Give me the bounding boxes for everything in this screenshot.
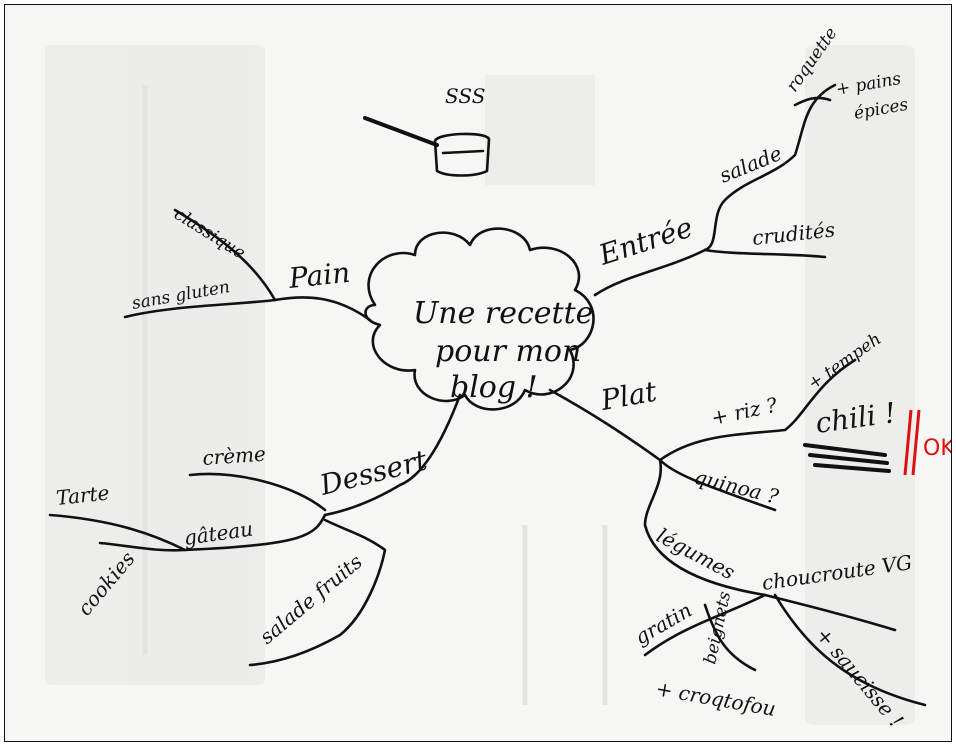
entree-label: Entrée	[594, 211, 697, 272]
chili-underline-2	[808, 453, 889, 465]
chili-underline-1	[803, 443, 887, 457]
branch-entree	[593, 83, 837, 297]
entree-salade: salade	[716, 141, 785, 188]
plat-beignets: beignets	[700, 589, 735, 666]
branch-plat	[548, 358, 927, 707]
mind-map-sheet: SSS Une recette pour mon blog ! Entrée s…	[4, 4, 952, 742]
branch-pain	[123, 208, 372, 322]
plat-riz: + riz ?	[709, 392, 779, 429]
ok-mark-1	[903, 409, 913, 476]
center-line-2: pour mon	[435, 334, 581, 369]
pain-label: Pain	[286, 256, 351, 295]
steam-marks: SSS	[445, 84, 485, 108]
background-print-ghost	[45, 45, 915, 725]
dessert-creme: crème	[202, 442, 267, 470]
mind-map: SSS Une recette pour mon blog ! Entrée s…	[45, 24, 951, 732]
central-cloud-shape	[364, 227, 595, 411]
ok-annotation: OK	[923, 436, 951, 461]
saucepan-icon	[363, 116, 491, 177]
dessert-salade-fruits: salade fruits	[255, 549, 367, 648]
dessert-tarte: Tarte	[55, 481, 110, 510]
plat-label: Plat	[598, 375, 660, 417]
center-line-3: blog !	[450, 370, 538, 405]
center-line-1: Une recette	[413, 296, 593, 331]
plat-quinoa: quinoa ?	[692, 465, 782, 509]
dessert-label: Dessert	[316, 443, 431, 502]
ok-mark-2	[911, 409, 921, 476]
plat-croqtofou: + croqtofou	[654, 676, 777, 721]
chili-underline-3	[813, 463, 891, 473]
branch-dessert	[48, 393, 462, 667]
